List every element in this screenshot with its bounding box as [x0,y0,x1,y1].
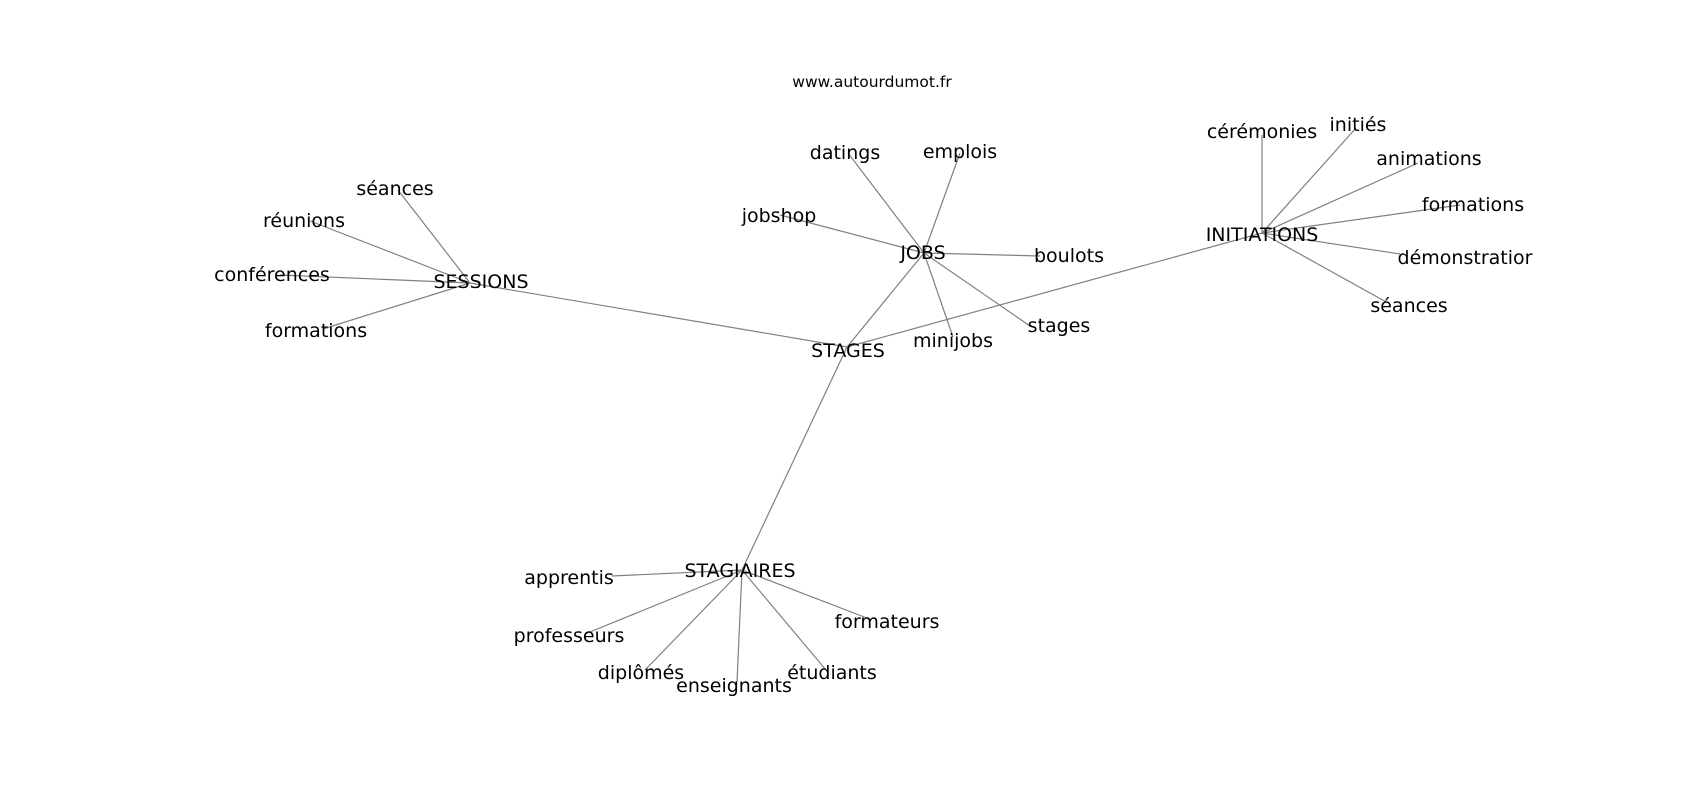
node-emplois[interactable]: emplois [923,141,997,163]
edge-jobs-datings [847,152,925,254]
source-url[interactable]: www.autourdumot.fr [792,73,952,91]
node-sessions[interactable]: SESSIONS [433,271,528,293]
edge-stagiaires-etudiants [741,569,827,671]
node-stagiaires[interactable]: STAGIAIRES [684,560,795,582]
node-seances-sessions[interactable]: séances [356,178,433,200]
edge-stagiaires-diplomes [644,569,743,671]
node-enseignants[interactable]: enseignants [676,675,792,697]
node-ceremonies[interactable]: cérémonies [1207,121,1317,143]
edge-stagiaires-enseignants [736,569,743,683]
edge-stages_center-initiations [846,232,1263,348]
node-jobshop[interactable]: jobshop [741,205,817,227]
edge-stagiaires-apprentis [611,569,743,577]
edge-initiations-formations_initiations [1261,204,1461,234]
edge-initiations-seances_initiations [1261,232,1389,304]
node-diplomes[interactable]: diplômés [598,662,684,684]
node-inities[interactable]: initiés [1330,114,1387,136]
node-animations[interactable]: animations [1376,148,1481,170]
edge-jobs-minijobs [923,252,954,338]
graph-edges [279,127,1461,683]
node-stages-leaf[interactable]: stages [1028,315,1091,337]
node-boulots[interactable]: boulots [1034,245,1104,267]
node-professeurs[interactable]: professeurs [514,625,625,647]
edge-jobs-boulots [923,252,1041,257]
node-etudiants[interactable]: étudiants [787,662,877,684]
edge-stages_center-stagiaires [741,346,848,571]
edge-initiations-demonstration [1261,232,1401,255]
edge-sessions-seances_sessions [397,189,471,284]
edge-initiations-inities [1261,127,1357,234]
edge-initiations-animations [1261,162,1419,234]
node-seances-initiations[interactable]: séances [1370,295,1447,317]
node-formations-sessions[interactable]: formations [265,320,367,342]
node-formateurs[interactable]: formateurs [835,611,940,633]
node-initiations[interactable]: INITIATIONS [1206,224,1319,246]
edge-sessions-reunions [309,220,471,284]
edge-stages_center-sessions [469,282,848,348]
node-apprentis[interactable]: apprentis [524,567,614,589]
edge-jobs-jobshop [779,214,925,254]
edge-stagiaires-formateurs [741,569,873,621]
graph-labels: STAGES JOBS SESSIONS INITIATIONS STAGIAI… [214,114,1532,697]
edge-sessions-formations_sessions [322,282,471,330]
edge-jobs-stages_leaf [923,252,1031,327]
node-formations-initiations[interactable]: formations [1422,194,1524,216]
edge-sessions-conferences [279,274,471,284]
node-demonstration[interactable]: démonstratior [1398,247,1533,269]
node-jobs[interactable]: JOBS [899,242,945,264]
edge-stagiaires-professeurs [584,569,743,635]
node-reunions[interactable]: réunions [263,210,345,232]
node-datings[interactable]: datings [810,142,880,164]
node-stages-center[interactable]: STAGES [811,340,885,362]
edge-jobs-emplois [923,152,961,254]
node-conferences[interactable]: conférences [214,264,330,286]
edge-stages_center-jobs [846,252,925,348]
node-minijobs[interactable]: minijobs [913,330,993,352]
